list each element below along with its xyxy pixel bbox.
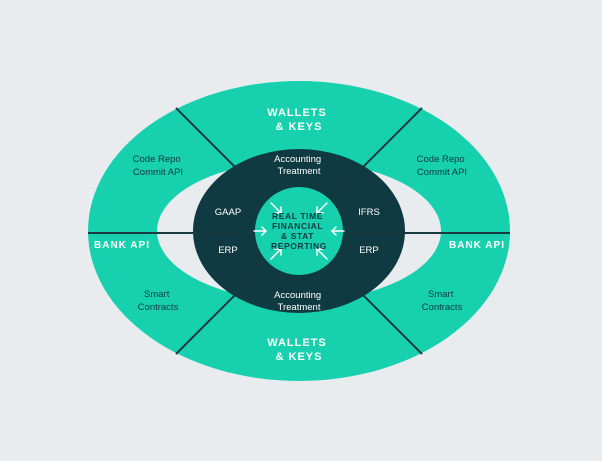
arrow-right-icon: [331, 226, 345, 236]
middle-upper-left-label: GAAP: [215, 207, 241, 218]
arrow-upper-left-icon: [270, 202, 282, 214]
arrow-lower-left-icon: [270, 248, 282, 260]
outer-lower-right-label: Smart Contracts: [422, 289, 463, 313]
middle-top-line-1: Accounting: [274, 154, 321, 165]
core-line-3: & STAT: [281, 231, 314, 241]
middle-lower-right-label: ERP: [359, 245, 379, 256]
core-line-1: REAL TIME: [272, 211, 323, 221]
outer-upper-right-line-1: Code Repo: [417, 154, 465, 165]
arrow-upper-right-icon: [316, 202, 328, 214]
outer-right-label: BANK API: [449, 240, 505, 251]
outer-lower-left-line-1: Smart: [144, 289, 170, 300]
middle-bottom-line-2: Treatment: [278, 302, 321, 313]
outer-bottom-line-1: WALLETS: [267, 337, 327, 349]
outer-upper-left-line-2: Commit API: [133, 167, 183, 178]
middle-lower-left-label: ERP: [218, 245, 238, 256]
middle-upper-right-label: IFRS: [358, 207, 380, 218]
arrow-lower-right-icon: [316, 248, 328, 260]
outer-top-label: WALLETS & KEYS: [267, 107, 331, 133]
arrow-left-icon: [253, 226, 267, 236]
core-line-4: REPORTING: [271, 241, 327, 251]
outer-left-label: BANK API: [94, 240, 150, 251]
core-label: REAL TIME FINANCIAL & STAT REPORTING: [271, 211, 327, 251]
outer-top-line-1: WALLETS: [267, 107, 327, 119]
outer-bottom-label: WALLETS & KEYS: [267, 337, 331, 363]
core-line-2: FINANCIAL: [272, 221, 323, 231]
outer-upper-left-line-1: Code Repo: [133, 154, 181, 165]
outer-lower-right-line-1: Smart: [428, 289, 454, 300]
outer-lower-right-line-2: Contracts: [422, 302, 463, 313]
middle-top-label: Accounting Treatment: [274, 154, 324, 177]
outer-top-line-2: & KEYS: [276, 121, 323, 133]
outer-lower-left-label: Smart Contracts: [138, 289, 179, 313]
middle-top-line-2: Treatment: [278, 166, 321, 177]
middle-bottom-line-1: Accounting: [274, 290, 321, 301]
outer-upper-left-label: Code Repo Commit API: [133, 154, 184, 178]
outer-lower-left-line-2: Contracts: [138, 302, 179, 313]
outer-bottom-line-2: & KEYS: [276, 351, 323, 363]
middle-bottom-label: Accounting Treatment: [274, 290, 324, 313]
outer-upper-right-line-2: Commit API: [417, 167, 467, 178]
core-arrows: [253, 202, 345, 260]
outer-upper-right-label: Code Repo Commit API: [417, 154, 468, 178]
